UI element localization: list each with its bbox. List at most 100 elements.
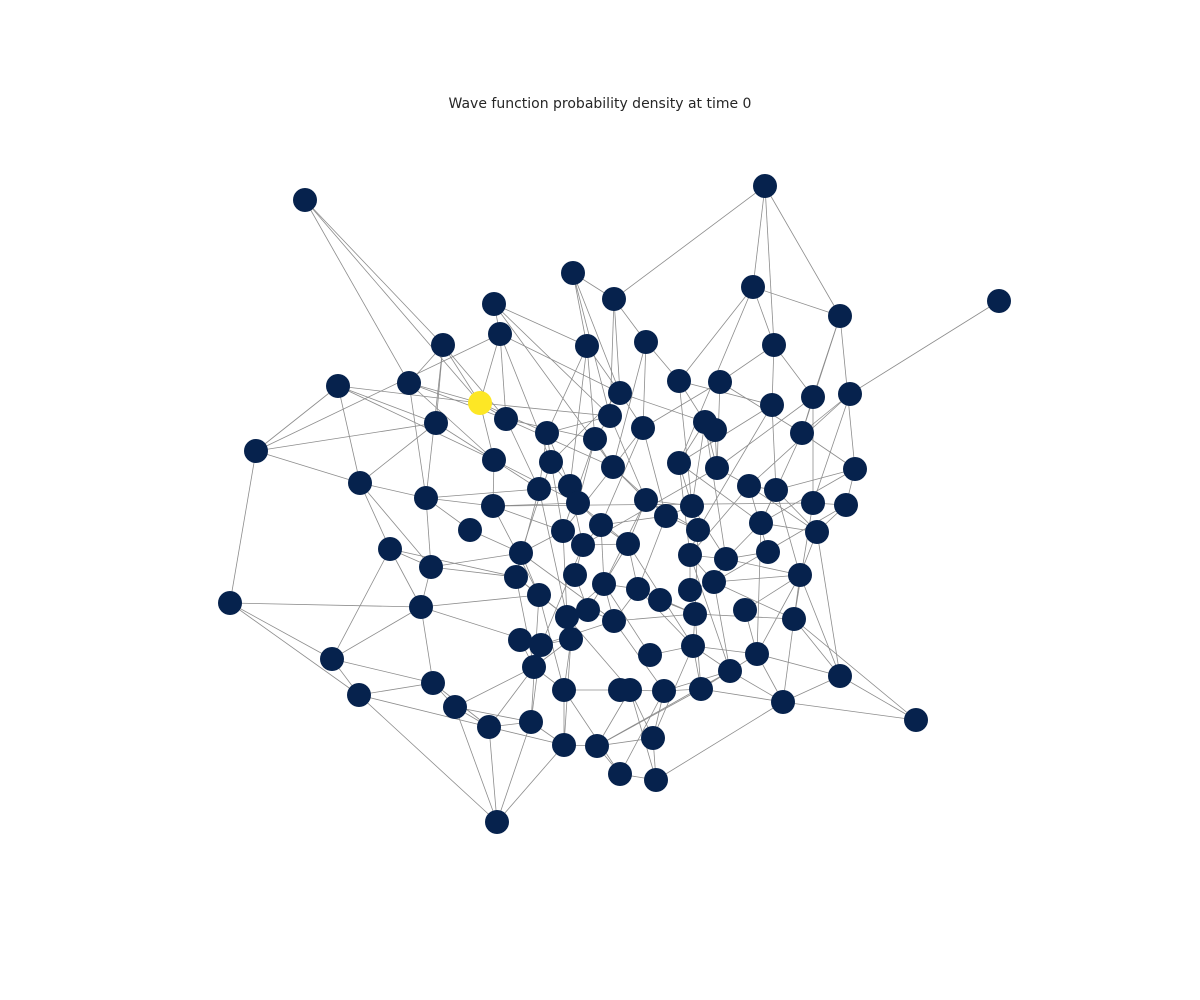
graph-node: [571, 533, 595, 557]
graph-edge: [454, 706, 532, 723]
graph-node: [551, 519, 575, 543]
graph-node: [494, 407, 518, 431]
graph-node: [424, 411, 448, 435]
graph-node: [904, 708, 928, 732]
graph-edge: [756, 574, 801, 655]
graph-edge: [764, 185, 775, 346]
graph-edge: [793, 618, 917, 721]
graph-edge: [499, 333, 507, 420]
graph-node: [576, 598, 600, 622]
graph-edge: [499, 333, 621, 394]
graph-edge: [655, 701, 784, 781]
graph-node: [790, 421, 814, 445]
graph-node: [504, 565, 528, 589]
graph-node: [703, 418, 727, 442]
graph-node: [762, 333, 786, 357]
graph-node: [760, 393, 784, 417]
graph-edge: [505, 418, 614, 468]
graph-node: [654, 504, 678, 528]
graph-edge: [563, 689, 621, 775]
graph-node: [519, 710, 543, 734]
graph-node: [552, 733, 576, 757]
graph-edge: [642, 427, 667, 517]
graph-edge: [420, 594, 540, 608]
graph-edge: [359, 482, 391, 550]
graph-node-highlighted: [468, 391, 492, 415]
graph-node: [508, 628, 532, 652]
graph-node: [838, 382, 862, 406]
graph-edge: [713, 581, 795, 620]
graph-node: [683, 602, 707, 626]
graph-node: [801, 491, 825, 515]
graph-edge: [812, 393, 851, 504]
graph-edge: [678, 380, 773, 406]
graph-edge: [782, 618, 795, 703]
graph-node: [529, 633, 553, 657]
graph-edge: [678, 380, 693, 507]
graph-node: [419, 555, 443, 579]
graph-edge: [713, 581, 731, 672]
graph-edge: [389, 548, 517, 578]
graph-node: [641, 726, 665, 750]
graph-node: [634, 330, 658, 354]
graph-edge: [849, 300, 1000, 395]
graph-node: [559, 627, 583, 651]
graph-node: [648, 588, 672, 612]
graph-edge: [408, 382, 427, 499]
graph-edge: [255, 422, 437, 452]
graph-node: [575, 334, 599, 358]
graph-node: [686, 518, 710, 542]
graph-edge: [408, 382, 495, 461]
graph-edge: [454, 706, 498, 823]
graph-edge: [229, 602, 333, 660]
graph-node: [326, 374, 350, 398]
graph-node: [443, 695, 467, 719]
graph-node: [602, 609, 626, 633]
graph-node: [555, 605, 579, 629]
graph-node: [753, 174, 777, 198]
graph-edge: [775, 489, 801, 576]
graph-node: [397, 371, 421, 395]
graph-node: [788, 563, 812, 587]
graph-edge: [689, 554, 731, 672]
graph-node: [431, 333, 455, 357]
graph-edge: [756, 653, 841, 677]
graph-node: [782, 607, 806, 631]
graph-edge: [697, 404, 773, 531]
graph-node: [522, 655, 546, 679]
graph-node: [771, 690, 795, 714]
graph-node: [539, 450, 563, 474]
graph-node: [552, 678, 576, 702]
graph-node: [741, 275, 765, 299]
graph-edge: [793, 502, 814, 620]
graph-node: [608, 678, 632, 702]
graph-edge: [700, 688, 784, 703]
graph-node: [527, 583, 551, 607]
graph-node: [602, 287, 626, 311]
graph-edge: [358, 694, 490, 728]
graph-node: [678, 578, 702, 602]
graph-edge: [689, 485, 750, 556]
figure-title: Wave function probability density at tim…: [448, 96, 752, 112]
graph-node: [689, 677, 713, 701]
graph-edge: [358, 694, 498, 823]
graph-edge: [799, 574, 841, 677]
graph-edge: [613, 613, 696, 622]
graph-edge: [408, 382, 507, 420]
graph-edge: [613, 185, 766, 300]
graph-node: [589, 513, 613, 537]
graph-node: [347, 683, 371, 707]
graph-node: [733, 598, 757, 622]
graph-node: [218, 591, 242, 615]
graph-node: [702, 570, 726, 594]
graph-edge: [255, 385, 339, 452]
graph-edge: [255, 450, 361, 484]
graph-edge: [493, 303, 588, 347]
graph-node: [638, 643, 662, 667]
graph-node: [626, 577, 650, 601]
graph-edge: [619, 690, 665, 775]
graph-edge: [569, 345, 588, 487]
graph-edge: [764, 185, 841, 317]
